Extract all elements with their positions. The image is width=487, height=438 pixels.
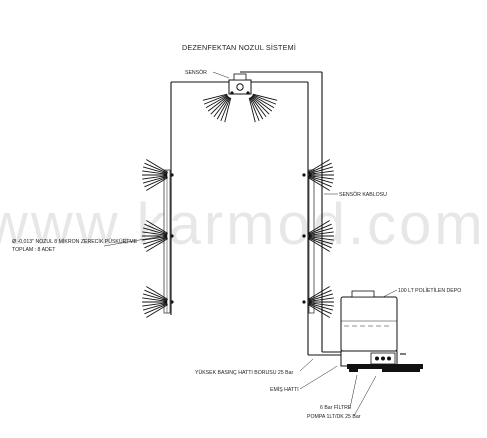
sensor-cable-label: SENSÖR KABLOSU: [339, 191, 387, 198]
spray-ray: [251, 95, 273, 112]
spray-ray: [216, 97, 230, 120]
high-pressure-label: YÜKSEK BASINÇ HATTI BORUSU 25 Bar: [195, 369, 293, 376]
watermark: www.karmod.com: [0, 192, 486, 257]
spray-ray: [252, 95, 275, 109]
spray-nozzle: [302, 220, 334, 252]
sensor-box: [228, 73, 252, 95]
spray-ray: [144, 303, 168, 315]
spray-ray: [146, 220, 168, 234]
spray-ray: [308, 303, 332, 315]
spray-ray: [308, 236, 334, 245]
spray-ray: [146, 238, 168, 252]
spray-ray: [308, 175, 334, 180]
nozzle-groups: [142, 91, 334, 318]
spray-ray: [308, 170, 334, 175]
spray-ray: [308, 297, 334, 302]
spray-ray: [308, 227, 334, 236]
spray-ray: [308, 177, 330, 191]
spray-ray: [144, 162, 168, 174]
filter-label: 6 Bar FİLTRE: [320, 404, 352, 411]
spray-ray: [249, 97, 260, 122]
sensor-label: SENSÖR: [185, 69, 207, 76]
spray-ray: [308, 236, 334, 241]
spray-ray: [142, 236, 168, 245]
spray-ray: [202, 93, 228, 101]
spray-ray: [142, 302, 168, 311]
pump-label: POMPA 1LT/DK 25 Bar: [307, 414, 361, 420]
spray-ray: [308, 289, 332, 301]
spray-ray: [142, 297, 168, 302]
spray-ray: [308, 286, 330, 300]
spray-ray: [213, 96, 230, 118]
spray-ray: [146, 286, 168, 300]
spray-ray: [308, 231, 334, 236]
spray-nozzle: [302, 159, 334, 191]
spray-ray: [144, 289, 168, 301]
spray-nozzle: [142, 159, 174, 191]
spray-ray: [308, 223, 332, 235]
spray-ray: [207, 95, 229, 112]
spray-ray: [248, 97, 256, 123]
spray-ray: [142, 175, 168, 180]
spray-ray: [144, 237, 168, 249]
suction-label: EMİŞ HATTI: [270, 386, 299, 393]
pump-unit: [340, 350, 423, 372]
nozzle-total-label: TOPLAM : 8 ADET: [12, 247, 56, 253]
spray-ray: [142, 170, 168, 175]
spray-ray: [142, 227, 168, 236]
leader-lines: [103, 71, 398, 417]
pipe-network: [170, 71, 342, 356]
spray-ray: [144, 176, 168, 188]
spray-ray: [308, 166, 334, 175]
water-tank: [340, 290, 398, 352]
spray-ray: [308, 302, 334, 311]
spray-ray: [308, 304, 330, 318]
spray-ray: [251, 96, 270, 115]
spray-ray: [308, 159, 330, 173]
spray-nozzle: [142, 220, 174, 252]
spray-ray: [210, 96, 229, 115]
spray-ray: [146, 177, 168, 191]
spray-ray: [205, 95, 228, 109]
left-wall-panel: [163, 169, 171, 314]
spray-nozzle: [202, 91, 234, 123]
spray-ray: [250, 97, 264, 120]
spray-ray: [308, 293, 334, 302]
spray-ray: [308, 162, 332, 174]
spray-ray: [142, 236, 168, 241]
spray-ray: [224, 97, 232, 123]
spray-ray: [142, 293, 168, 302]
spray-ray: [146, 304, 168, 318]
spray-ray: [203, 94, 228, 105]
spray-ray: [308, 175, 334, 184]
spray-ray: [142, 231, 168, 236]
spray-ray: [308, 220, 330, 234]
spray-ray: [308, 302, 334, 307]
spray-ray: [252, 93, 278, 101]
spray-ray: [220, 97, 231, 122]
nozzle-spec-label: Ø -0,013" NOZUL 8 MİKRON ZERECİK PÜSKÜRT…: [12, 238, 138, 245]
spray-nozzle: [142, 286, 174, 318]
diagram-title: DEZENFEKTAN NOZUL SİSTEMİ: [182, 43, 296, 52]
spray-nozzle: [246, 91, 278, 123]
spray-ray: [252, 94, 277, 105]
tank-label: 100 LT POLİETİLEN DEPO: [398, 287, 461, 294]
spray-ray: [142, 175, 168, 184]
spray-ray: [250, 96, 267, 118]
spray-nozzle: [302, 286, 334, 318]
spray-ray: [146, 159, 168, 173]
spray-ray: [308, 176, 332, 188]
spray-ray: [308, 238, 330, 252]
spray-ray: [142, 302, 168, 307]
spray-ray: [144, 223, 168, 235]
spray-ray: [142, 166, 168, 175]
spray-ray: [308, 237, 332, 249]
